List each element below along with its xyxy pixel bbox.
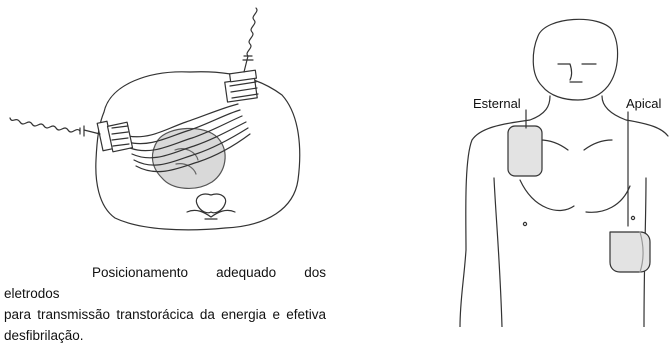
sternal-pad	[507, 125, 543, 177]
right-paddle	[224, 7, 259, 103]
face-features	[557, 63, 597, 83]
left-paddle	[9, 117, 134, 153]
caption-line-2: para transmissão transtorácica da energi…	[4, 307, 326, 322]
chest-outline	[95, 71, 301, 231]
figure-caption: Posicionamento adequado dos eletrodos pa…	[4, 262, 326, 346]
spine-shape	[186, 193, 236, 220]
head-outline	[532, 18, 619, 101]
thorax-cross-section-illustration	[9, 7, 301, 231]
current-path-lines	[127, 103, 251, 173]
caption-line-1: Posicionamento adequado dos eletrodos	[4, 265, 326, 301]
apical-label: Apical	[626, 96, 662, 111]
neck-shoulders-outline	[459, 95, 551, 327]
apical-pad	[609, 231, 651, 273]
heart-shape	[151, 127, 226, 189]
esternal-label: Esternal	[473, 96, 521, 111]
torso-pad-placement-illustration	[459, 18, 669, 327]
caption-line-3: desfibrilação.	[4, 328, 84, 343]
